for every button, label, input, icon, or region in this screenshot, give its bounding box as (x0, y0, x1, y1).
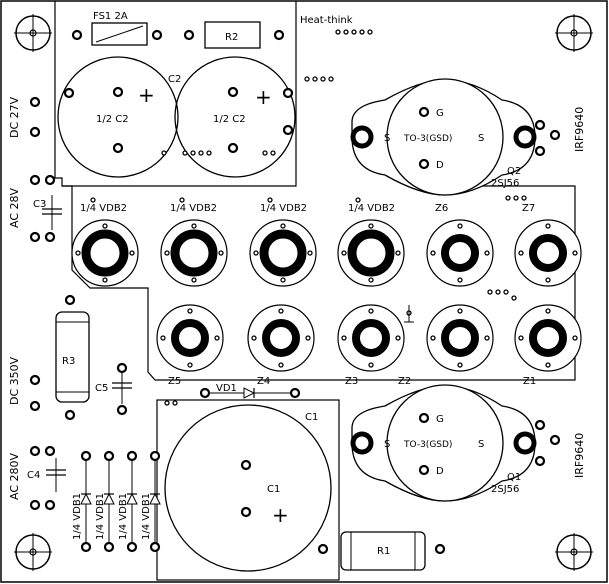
q2-s-right-label: S (478, 133, 484, 144)
dc27-label: DC 27V (8, 96, 21, 138)
q2-part-label: 2SJ56 (491, 178, 519, 189)
c2-pad-row (161, 150, 276, 156)
mid-pads (90, 195, 527, 316)
q2-g-label: G (436, 108, 444, 119)
z1-terminal: Z1 (514, 304, 582, 387)
vdb1-diode-1 (80, 450, 92, 553)
resistor-r1: R1 (317, 531, 446, 571)
mounting-hole-bl (14, 533, 52, 571)
vdb2-terminal-2: 1/4 VDB2 (160, 203, 228, 287)
vdb1-label-2: 1/4 VDB1 (95, 493, 106, 540)
ac28-label: AC 28V (8, 187, 21, 228)
c5-label: C5 (95, 383, 108, 394)
c2-side-pads (63, 87, 294, 136)
capacitor-c5: C5 (95, 362, 132, 416)
c1-plus: + (272, 503, 289, 527)
vdb1-diode-3 (126, 450, 138, 553)
transistor-q2: G D S S TO-3(GSD) Q2 2SJ56 IRF9640 (350, 78, 586, 196)
vd1-side-pads (164, 400, 178, 406)
vdb1-diode-2 (103, 450, 115, 553)
c1-outline-label: C1 (305, 412, 318, 423)
vdb1-label-3: 1/4 VDB1 (118, 493, 129, 540)
bridge-region-outline (62, 185, 576, 381)
q1-d-label: D (436, 466, 444, 477)
heatsink-label: Heat-think (300, 15, 353, 26)
z4-label: Z4 (257, 376, 270, 387)
z6-label: Z6 (435, 203, 448, 214)
z2-terminal: Z2 (398, 304, 494, 387)
vdb2-label-2: 1/4 VDB2 (170, 203, 217, 214)
power-section-outline (54, 1, 297, 187)
vdb2-terminal-4: 1/4 VDB2 (337, 203, 405, 287)
resistor-r2: R2 (183, 21, 285, 49)
z3-terminal: Z3 (337, 304, 405, 387)
mounting-hole-tl (14, 14, 52, 52)
q1-side-label: IRF9640 (573, 433, 586, 478)
capacitor-c1: C1 + C1 (156, 399, 340, 581)
vdb1-label-4: 1/4 VDB1 (141, 493, 152, 540)
mounting-hole-br (555, 533, 593, 571)
r1-label: R1 (377, 546, 390, 557)
z1-label: Z1 (523, 376, 536, 387)
z2-label: Z2 (398, 376, 411, 387)
dc350-label: DC 350V (8, 356, 21, 405)
q1-s-right-label: S (478, 439, 484, 450)
c4-label: C4 (27, 470, 40, 481)
q1-s-left-label: S (384, 439, 390, 450)
q2-package-label: TO-3(GSD) (403, 134, 452, 144)
vdb2-label-4: 1/4 VDB2 (348, 203, 395, 214)
terminal-row-top: 1/4 VDB2 1/4 VDB2 1/4 VDB2 1/4 VDB2 (71, 203, 582, 287)
z7-terminal: Z7 (514, 203, 582, 287)
fuse-label: FS1 2A (93, 11, 128, 22)
z5-terminal: Z5 (156, 304, 224, 387)
vdb1-label-1: 1/4 VDB1 (72, 493, 83, 540)
q1-ref-label: Q1 (507, 472, 521, 483)
vdb2-terminal-1: 1/4 VDB2 (71, 203, 139, 287)
heatsink-pad-row (304, 29, 373, 82)
q1-g-label: G (436, 414, 444, 425)
resistor-r3: R3 (55, 294, 90, 421)
c3-label: C3 (33, 199, 46, 210)
z4-terminal: Z4 (247, 304, 315, 387)
vdb1-diode-4 (149, 450, 161, 553)
capacitor-c2-right: 1/2 C2 + C2 (168, 56, 296, 178)
terminal-row-bottom: Z5 Z4 Z3 Z2 Z1 (156, 304, 582, 387)
z7-label: Z7 (522, 203, 535, 214)
vd1-label: VD1 (216, 383, 237, 394)
vdb2-label-3: 1/4 VDB2 (260, 203, 307, 214)
fuse-fs1: FS1 2A (71, 11, 163, 46)
c2-label: C2 (168, 74, 181, 85)
q2-ref-label: Q2 (507, 166, 521, 177)
z5-label: Z5 (168, 376, 181, 387)
transistor-q1: G D S S TO-3(GSD) Q1 2SJ56 IRF9640 (350, 384, 586, 502)
capacitor-c4: C4 (27, 458, 66, 492)
z6-terminal: Z6 (426, 203, 494, 287)
q1-part-label: 2SJ56 (491, 484, 519, 495)
capacitor-c3: C3 (33, 195, 62, 230)
mounting-holes (14, 14, 593, 571)
c2-right-plus: + (255, 85, 272, 109)
c2-left-plus: + (138, 83, 155, 107)
c1-inner-label: C1 (267, 484, 280, 495)
q2-s-left-label: S (384, 133, 390, 144)
q2-side-label: IRF9640 (573, 107, 586, 152)
vdb2-label-1: 1/4 VDB2 (80, 203, 127, 214)
vdb1-diode-group: 1/4 VDB1 1/4 VDB1 1/4 VDB1 1/4 VDB1 (72, 450, 161, 553)
r3-label: R3 (62, 356, 75, 367)
q1-package-label: TO-3(GSD) (403, 440, 452, 450)
c2-half-left-label: 1/2 C2 (96, 114, 129, 125)
diode-vd1: VD1 (199, 383, 301, 399)
vdb2-terminal-3: 1/4 VDB2 (249, 203, 317, 287)
z3-label: Z3 (345, 376, 358, 387)
ac280-label: AC 280V (8, 452, 21, 500)
c2-half-right-label: 1/2 C2 (213, 114, 246, 125)
q2-d-label: D (436, 160, 444, 171)
left-edge-pads (29, 96, 56, 511)
capacitor-c2-left: 1/2 C2 + (57, 56, 179, 178)
r2-label: R2 (225, 32, 238, 43)
mounting-hole-tr (555, 14, 593, 52)
